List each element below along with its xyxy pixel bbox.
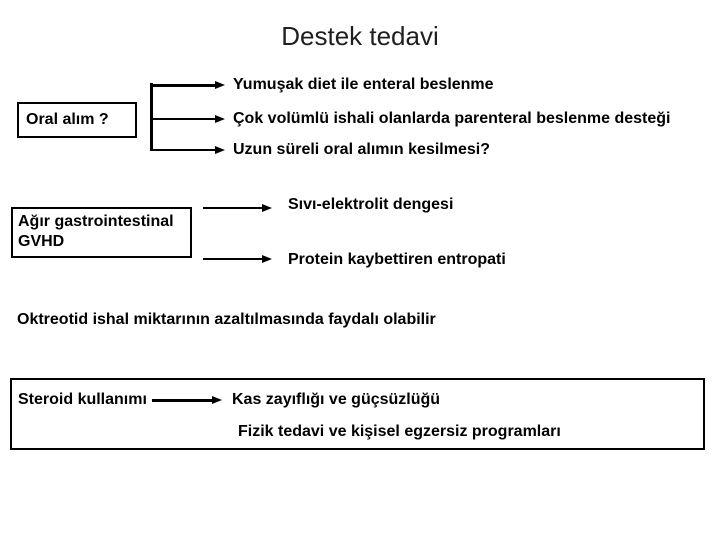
steroid-item-kas: Kas zayıflığı ve güçsüzlüğü — [232, 391, 441, 408]
gvhd-item-protein: Protein kaybettiren entropati — [288, 251, 506, 268]
oral-item-parenteral: Çok volümlü ishali olanlarda parenteral … — [233, 110, 671, 127]
arrow-connector — [150, 114, 225, 124]
slide-title: Destek tedavi — [281, 21, 439, 51]
oral-intake-box-label: Oral alım ? — [26, 111, 109, 128]
arrow-connector — [150, 145, 225, 155]
arrow-connector — [203, 254, 272, 264]
octreotide-note: Oktreotid ishal miktarının azaltılmasınd… — [17, 311, 436, 328]
arrow-shaft — [152, 398, 212, 402]
arrow-shaft — [203, 258, 262, 260]
arrow-connector — [150, 80, 225, 90]
gvhd-box: Ağır gastrointestinal GVHD — [11, 207, 192, 258]
oral-intake-box: Oral alım ? — [17, 102, 137, 138]
arrow-right-icon — [215, 81, 225, 89]
arrow-connector — [203, 203, 272, 213]
steroid-box: Steroid kullanımı Kas zayıflığı ve güçsü… — [10, 378, 705, 450]
arrow-shaft — [150, 118, 215, 120]
arrow-right-icon — [215, 115, 225, 123]
gvhd-item-sivi: Sıvı-elektrolit dengesi — [288, 196, 454, 213]
gvhd-box-label-line1: Ağır gastrointestinal — [18, 213, 174, 230]
arrow-shaft — [150, 149, 215, 151]
gvhd-box-label-line2: GVHD — [18, 233, 65, 250]
arrow-right-icon — [262, 204, 272, 212]
steroid-item-fizik: Fizik tedavi ve kişisel egzersiz program… — [238, 423, 561, 440]
oral-item-enteral: Yumuşak diet ile enteral beslenme — [233, 76, 494, 93]
bracket-line — [150, 83, 153, 151]
arrow-connector — [152, 395, 222, 405]
oral-item-kesilmesi: Uzun süreli oral alımın kesilmesi? — [233, 141, 490, 158]
arrow-right-icon — [215, 146, 225, 154]
arrow-shaft — [150, 83, 215, 87]
arrow-right-icon — [212, 396, 222, 404]
arrow-shaft — [203, 207, 262, 209]
steroid-box-label: Steroid kullanımı — [18, 391, 147, 408]
arrow-right-icon — [262, 255, 272, 263]
